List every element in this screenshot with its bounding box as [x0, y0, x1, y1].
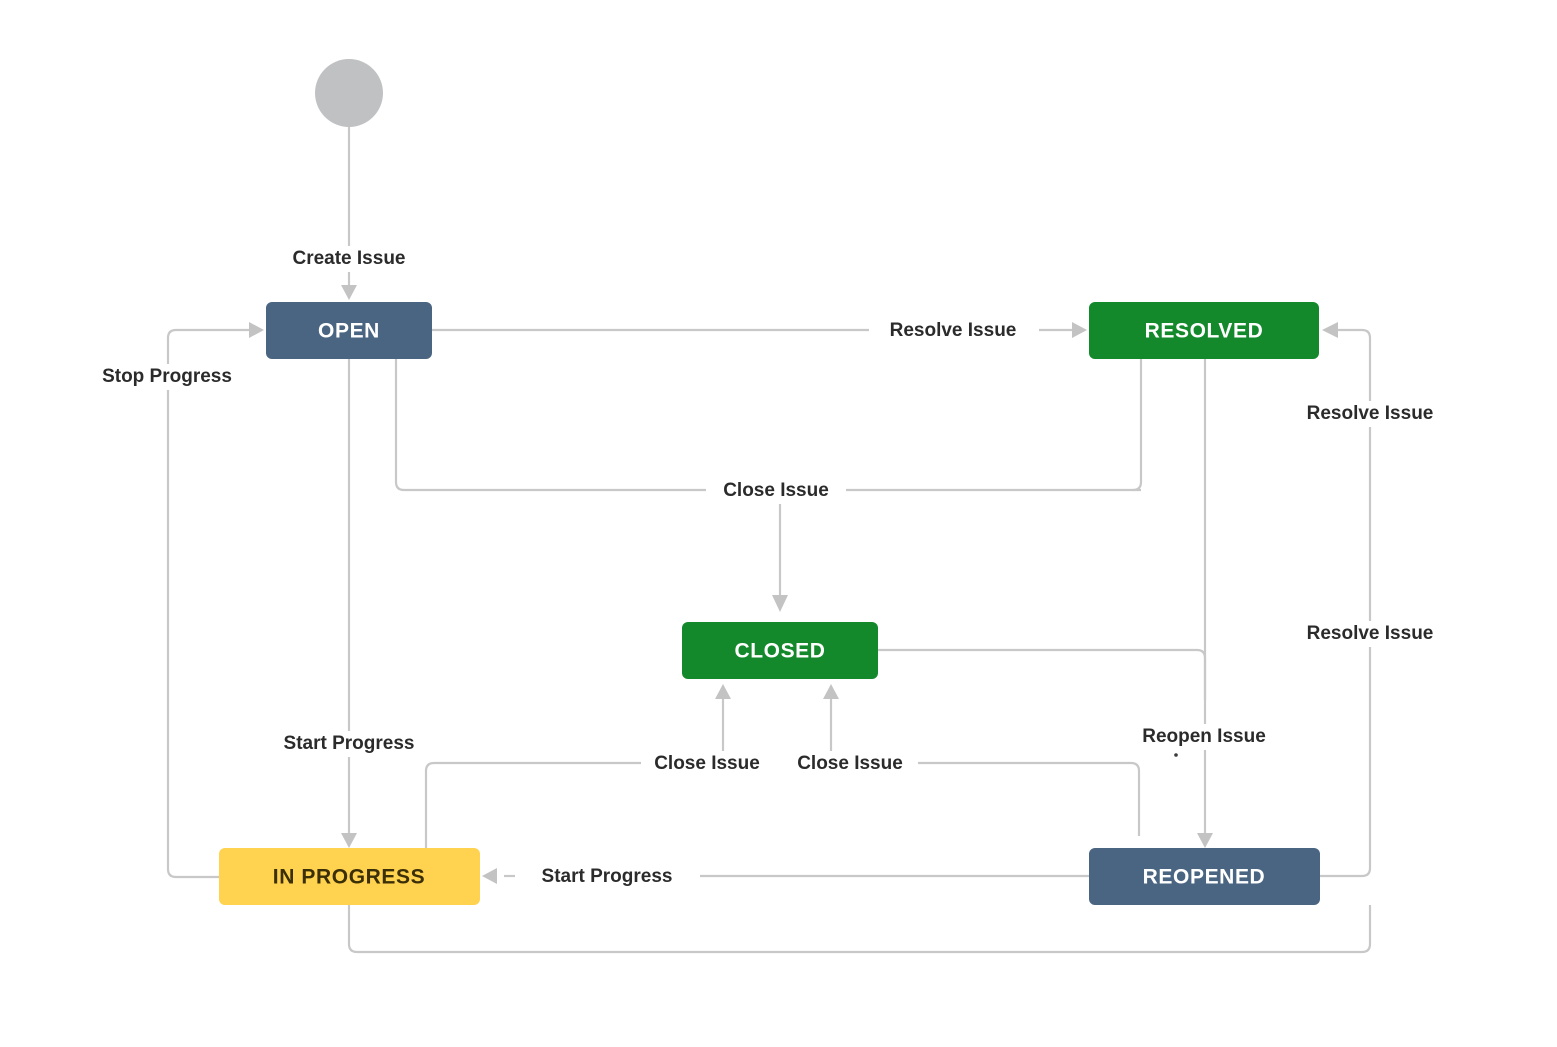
- edge-label-close-issue-reopened: Close Issue: [797, 753, 903, 774]
- edge-close-issue-open[interactable]: [394, 359, 1141, 492]
- edge-resolve-issue-reopened[interactable]: [1320, 328, 1372, 878]
- arrowhead-close-issue-inprogress: [715, 684, 731, 699]
- node-closed-rect[interactable]: [682, 622, 878, 679]
- node-resolved-rect[interactable]: [1089, 302, 1319, 359]
- node-reopened-label: REOPENED: [1143, 866, 1266, 889]
- arrowhead-stop-progress: [249, 322, 264, 338]
- node-reopened[interactable]: REOPENED: [1089, 848, 1320, 905]
- edge-close-issue-inprogress[interactable]: [424, 761, 646, 848]
- edge-label-close-issue-inprogress: Close Issue: [654, 753, 760, 774]
- edge-resolve-issue-inprogress[interactable]: [347, 905, 1372, 954]
- reopen-issue-speck: [1174, 753, 1178, 757]
- node-closed-label: CLOSED: [734, 640, 825, 663]
- edge-labels-layer: Create Issue Resolve Issue Close Issue S…: [102, 248, 1433, 887]
- node-open[interactable]: OPEN: [266, 302, 432, 359]
- start-node-circle[interactable]: [315, 59, 383, 127]
- edge-closed-to-reopened[interactable]: [878, 648, 1207, 700]
- edge-label-resolve-issue-inprogress: Resolve Issue: [1307, 623, 1434, 644]
- edge-label-resolve-issue-reopened: Resolve Issue: [1307, 403, 1434, 424]
- arrowhead-close-issue-reopened: [823, 684, 839, 699]
- edge-label-reopen-issue: Reopen Issue: [1142, 726, 1266, 747]
- edge-label-create-issue: Create Issue: [292, 248, 405, 269]
- nodes-layer: OPEN RESOLVED CLOSED IN PROGRESS REOPENE…: [219, 59, 1320, 905]
- label-backgrounds-layer: [85, 246, 1458, 890]
- node-in-progress-label: IN PROGRESS: [273, 866, 425, 889]
- edge-label-start-progress-open: Start Progress: [284, 733, 415, 754]
- arrowhead-reopen-issue: [1197, 833, 1213, 848]
- arrowhead-start-progress-open: [341, 833, 357, 848]
- node-in-progress[interactable]: IN PROGRESS: [219, 848, 480, 905]
- node-in-progress-rect[interactable]: [219, 848, 480, 905]
- arrowhead-create-issue: [341, 285, 357, 300]
- edges-layer: [166, 127, 1372, 954]
- edge-close-issue-riser[interactable]: [1132, 359, 1143, 492]
- arrowhead-close-issue-open: [772, 595, 788, 612]
- node-resolved-label: RESOLVED: [1145, 320, 1264, 343]
- node-resolved[interactable]: RESOLVED: [1089, 302, 1319, 359]
- node-closed[interactable]: CLOSED: [682, 622, 878, 679]
- arrowhead-resolve-issue-open: [1072, 322, 1087, 338]
- arrowhead-resolve-issue-reopened: [1322, 322, 1338, 338]
- edge-label-start-progress-reopened: Start Progress: [542, 866, 673, 887]
- edge-label-stop-progress: Stop Progress: [102, 366, 232, 387]
- node-open-rect[interactable]: [266, 302, 432, 359]
- edge-stop-progress[interactable]: [166, 328, 254, 879]
- arrowhead-start-progress-reopened: [482, 868, 497, 884]
- edge-close-issue-reopened[interactable]: [912, 761, 1141, 836]
- edge-label-resolve-issue-open: Resolve Issue: [890, 320, 1017, 341]
- edge-label-close-issue-open: Close Issue: [723, 480, 829, 501]
- node-open-label: OPEN: [318, 320, 380, 343]
- node-reopened-rect[interactable]: [1089, 848, 1320, 905]
